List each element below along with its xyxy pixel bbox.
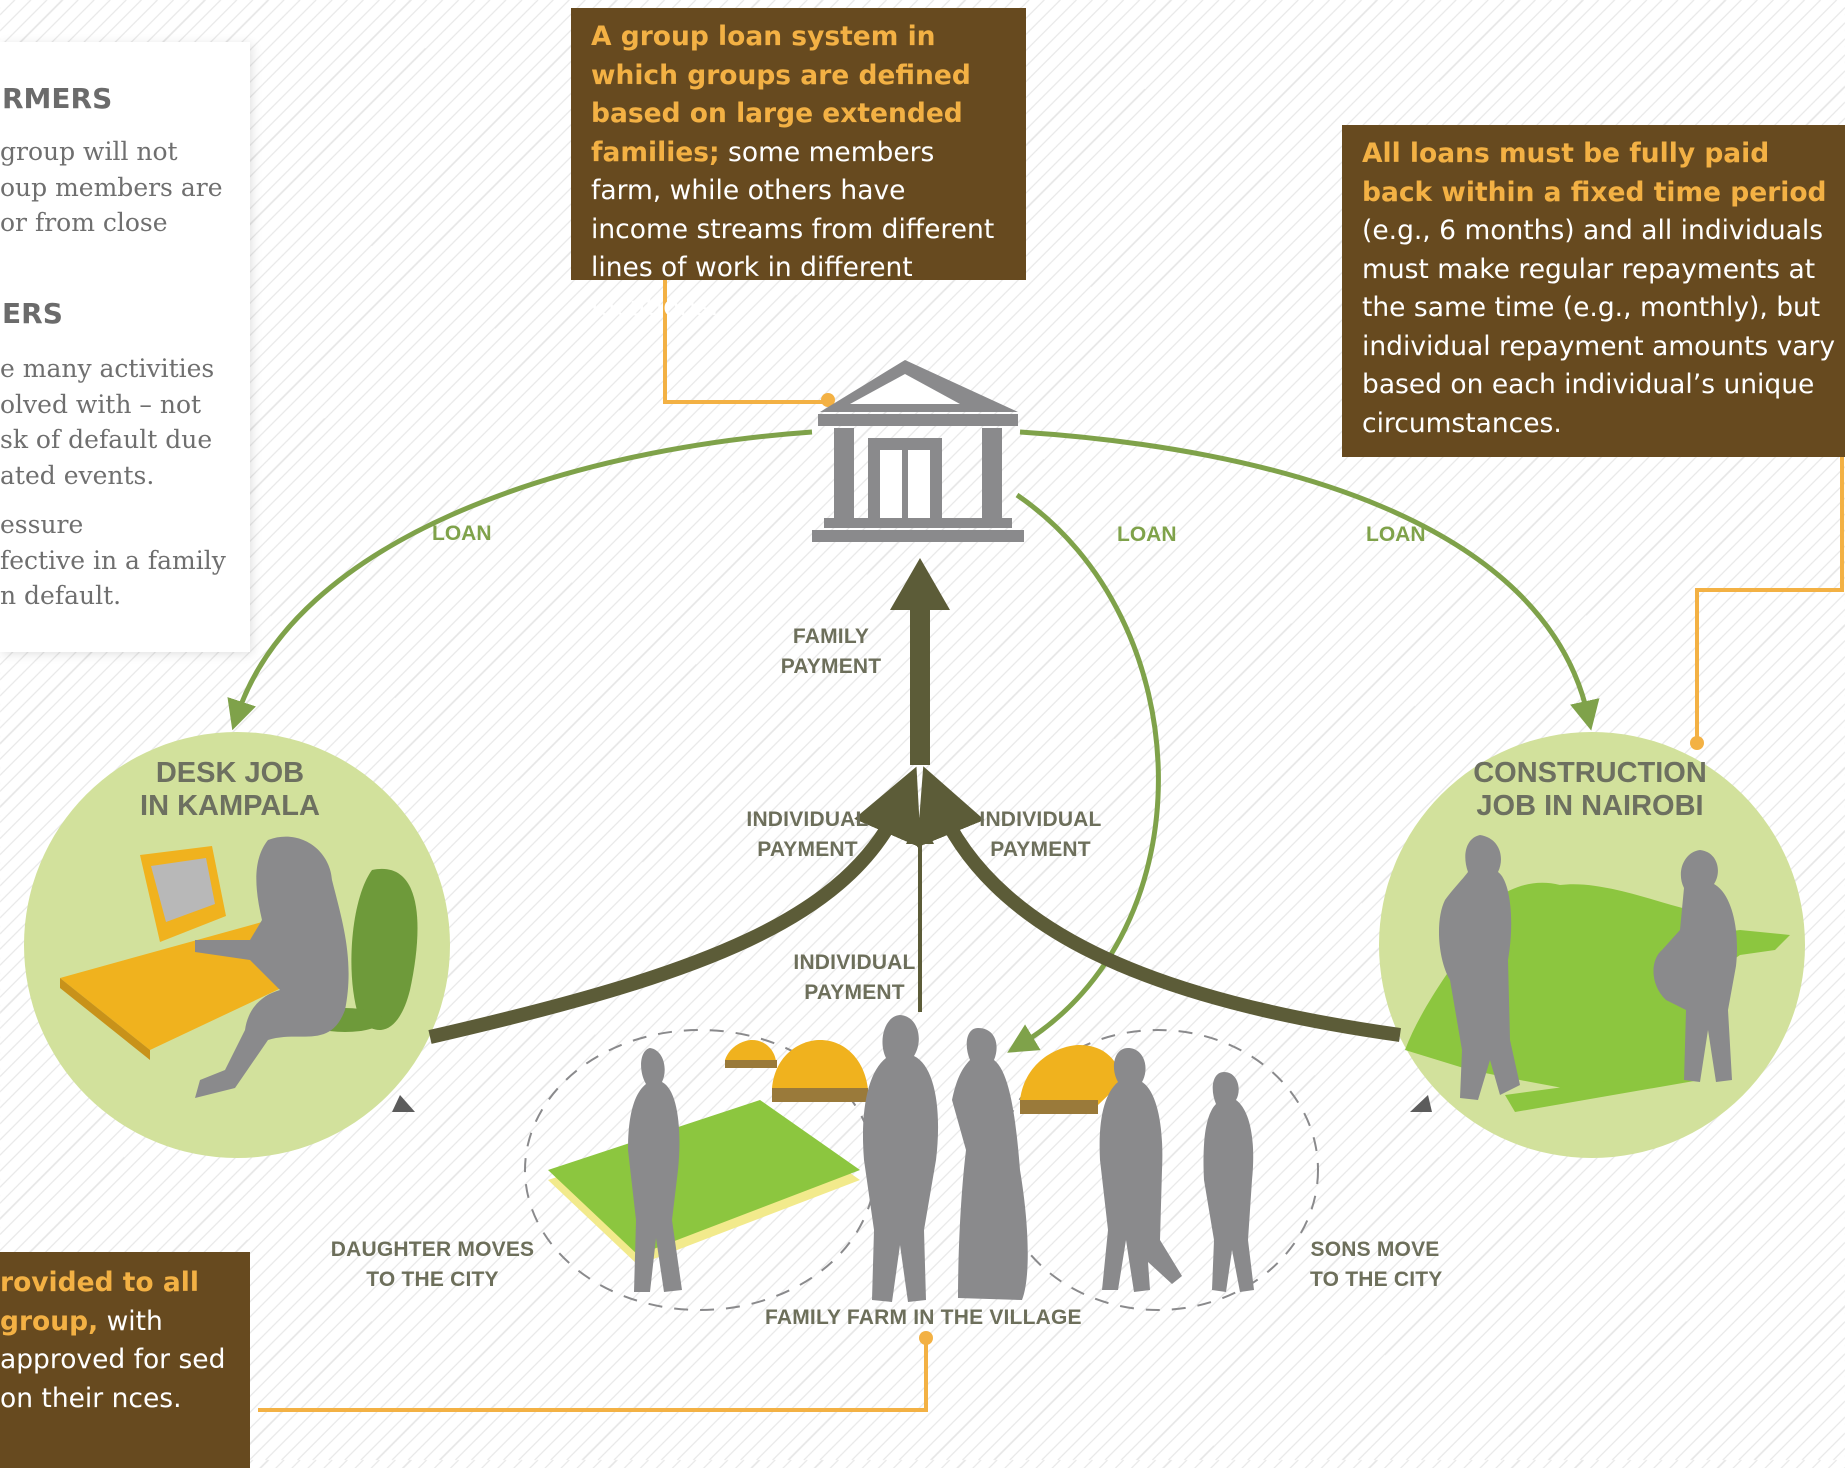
bottom-box-connector-dot [919,1331,933,1345]
construction-job-title: CONSTRUCTION JOB IN NAIROBI [1473,757,1707,822]
left-paragraph-3: essure fective in a family n default. [0,510,226,610]
loan-arrow-kampala [227,429,813,731]
individual-payment-label-center: INDIVIDUAL PAYMENT [793,951,916,1004]
bottom-info-box: rovided to all group, with approved for … [0,1252,250,1468]
individual-payment-label-left: INDIVIDUAL PAYMENT [746,808,869,861]
right-box-highlight: All loans must be fully paid back within… [1362,138,1827,208]
left-heading-1: RMERS [2,82,113,115]
migration-arrow-left [392,1095,415,1112]
person-icon [862,1015,939,1302]
desk-job-scene [60,836,418,1098]
right-info-box: All loans must be fully paid back within… [1342,125,1845,457]
right-box-connector-dot [1690,736,1704,750]
loan-arrow-nairobi [1019,429,1600,731]
top-box-connector [663,258,828,404]
left-paragraph-1: group will not oup members are or from c… [0,137,223,237]
loan-arrows [227,429,1600,1053]
person-icon [952,1028,1028,1300]
bottom-box-text: with approved for sed on their nces. [0,1305,226,1414]
left-text-panel: RMERS group will not oup members are or … [0,42,250,652]
top-info-box: A group loan system in which groups are … [571,8,1026,322]
hut-icon [725,1040,1122,1114]
payment-arrows [428,610,1401,1044]
sons-move-label: SONS MOVE TO THE CITY [1310,1238,1443,1291]
bottom-box-connector [258,1342,928,1412]
right-box-connector [1695,452,1844,742]
payment-arrow-nairobi [917,766,1401,1042]
village-scene [548,1015,1254,1302]
daughter-moves-label: DAUGHTER MOVES TO THE CITY [330,1238,535,1291]
chair-icon [351,868,418,1030]
man-right-silhouette [1653,850,1738,1082]
left-paragraph-2: e many activities olved with – not sk of… [0,354,215,490]
top-box-connector-dot [821,393,835,407]
loan-label-right: LOAN [1366,523,1426,546]
loan-arrow-village [1007,492,1161,1053]
loan-label-left: LOAN [432,522,492,545]
woman-silhouette [195,836,349,1098]
person-icon [628,1048,682,1292]
bottom-box-highlight: rovided to all group, [0,1267,199,1337]
desk-job-title: DESK JOB IN KAMPALA [140,757,320,822]
man-left-silhouette [1438,835,1520,1100]
construction-job-scene [1405,835,1790,1112]
person-icon [1099,1048,1182,1292]
family-payment-head [890,558,950,610]
individual-payment-label-right: INDIVIDUAL PAYMENT [979,808,1102,861]
bank-icon [812,360,1024,542]
right-box-text: (e.g., 6 months) and all individuals mus… [1362,215,1836,439]
connector-lines [258,258,1844,1412]
top-box-text: some members farm, while others have inc… [591,136,995,322]
family-silhouettes [628,1015,1254,1302]
migration-arrow-right [1410,1095,1432,1112]
top-box-highlight: A group loan system in which groups are … [591,21,971,168]
family-farm-label: FAMILY FARM IN THE VILLAGE [765,1306,1082,1329]
loan-label-center: LOAN [1117,523,1177,546]
payment-arrow-kampala [428,766,921,1044]
family-payment-label: FAMILY PAYMENT [780,625,882,678]
left-heading-2: ERS [2,297,63,330]
person-icon [1203,1072,1254,1292]
ground-strip [1505,1070,1700,1112]
